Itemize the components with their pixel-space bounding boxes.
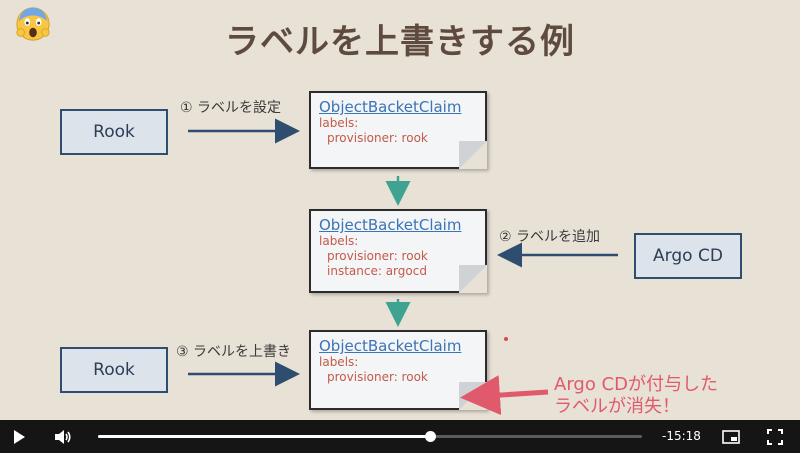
play-button[interactable] (10, 428, 28, 446)
step-label-add: ② ラベルを追加 (499, 229, 601, 245)
card-line: labels: (319, 116, 359, 130)
time-remaining: -15:18 (662, 429, 701, 443)
card-title: ObjectBacketClaim (319, 98, 462, 116)
actor-rook-top: Rook (60, 109, 168, 155)
arrow-note (460, 375, 549, 416)
actor-rook-bottom: Rook (60, 347, 168, 393)
resource-card-added: ObjectBacketClaim labels: provisioner: r… (309, 209, 487, 293)
card-title: ObjectBacketClaim (319, 337, 462, 355)
fullscreen-button[interactable] (766, 428, 784, 446)
fullscreen-icon (767, 429, 783, 445)
step-label-set: ① ラベルを設定 (180, 100, 282, 116)
screaming-face-icon (16, 7, 50, 41)
speaker-icon (55, 430, 71, 444)
step-label-overwrite: ③ ラベルを上書き (176, 344, 292, 360)
resource-card-overwritten: ObjectBacketClaim labels: provisioner: r… (309, 330, 487, 410)
card-line: instance: argocd (327, 264, 427, 278)
card-line: labels: (319, 234, 359, 248)
laser-pointer-dot (504, 337, 508, 341)
picture-in-picture-icon (722, 430, 740, 444)
seek-handle[interactable] (424, 431, 436, 442)
card-title: ObjectBacketClaim (319, 216, 462, 234)
picture-in-picture-button[interactable] (722, 428, 740, 446)
play-icon (14, 430, 25, 444)
slide: ラベルを上書きする例 Rook Argo CD Rook ① ラベルを設定 ② … (16, 7, 742, 418)
card-line: provisioner: rook (327, 370, 428, 384)
card-line: labels: (319, 355, 359, 369)
slide-title: ラベルを上書きする例 (225, 22, 575, 62)
card-line: provisioner: rook (327, 131, 428, 145)
resource-card-initial: ObjectBacketClaim labels: provisioner: r… (309, 91, 487, 169)
flow-arrows (188, 118, 618, 416)
volume-button[interactable] (54, 428, 72, 446)
note-line-1: Argo CDが付与した (554, 374, 718, 395)
video-control-bar: -15:18 (0, 420, 800, 453)
annotation-note: Argo CDが付与した ラベルが消失！ (554, 374, 718, 418)
note-line-2: ラベルが消失！ (554, 396, 680, 417)
page-fold (459, 141, 487, 169)
actor-argo-cd: Argo CD (634, 233, 742, 279)
page-fold (459, 265, 487, 293)
card-line: provisioner: rook (327, 249, 428, 263)
seek-bar-played (98, 435, 430, 438)
seek-bar[interactable] (98, 431, 642, 442)
